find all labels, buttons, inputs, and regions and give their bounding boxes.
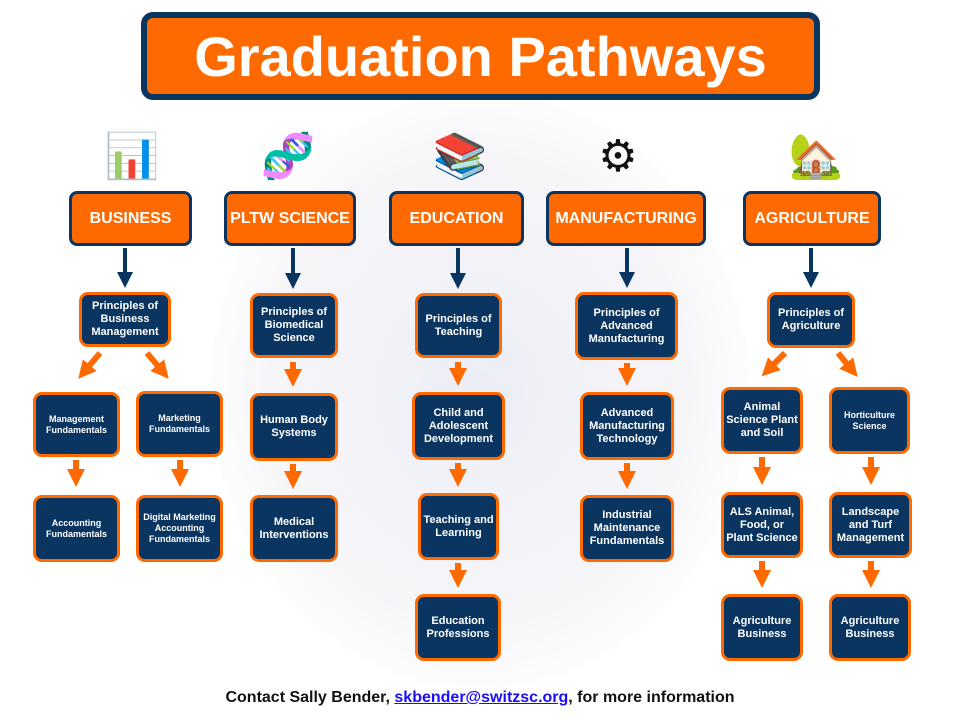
course-box: Accounting Fundamentals (33, 495, 120, 562)
course-box: Medical Interventions (250, 495, 338, 562)
engineer-gear-icon: ⚙ (598, 132, 638, 181)
course-box: Principles of Advanced Manufacturing (575, 292, 678, 360)
course-box: Digital Marketing Accounting Fundamental… (136, 495, 223, 562)
course-box: Principles of Agriculture (767, 292, 855, 348)
course-box: Education Professions (415, 594, 501, 661)
farm-icon: 🏡 (788, 132, 844, 181)
pathway-header-pltw-science: PLTW SCIENCE (224, 191, 356, 246)
course-box: Principles of Teaching (415, 293, 502, 358)
email-link[interactable]: skbender@switzsc.org (394, 689, 569, 706)
course-box: Industrial Maintenance Fundamentals (580, 495, 674, 562)
course-box: Agriculture Business (721, 594, 803, 661)
footer-prefix: Contact Sally Bender, (225, 689, 395, 706)
pathway-header-education: EDUCATION (389, 191, 524, 246)
course-box: Teaching and Learning (418, 493, 499, 560)
dna-icon: 🧬 (260, 132, 316, 181)
course-box: Marketing Fundamentals (136, 391, 223, 457)
course-box: Horticulture Science (829, 387, 910, 454)
pathway-header-manufacturing: MANUFACTURING (546, 191, 706, 246)
footer-suffix: , for more information (568, 689, 735, 706)
books-icon: 📚 (432, 132, 488, 181)
course-box: Principles of Business Management (79, 292, 171, 347)
pathway-header-agriculture: AGRICULTURE (743, 191, 881, 246)
course-box: Management Fundamentals (33, 392, 120, 457)
course-box: Landscape and Turf Management (829, 492, 912, 558)
school-seal-watermark (210, 90, 750, 690)
contact-footer: Contact Sally Bender, skbender@switzsc.o… (0, 689, 960, 707)
course-box: Child and Adolescent Development (412, 392, 505, 460)
course-box: Human Body Systems (250, 393, 338, 461)
course-box: ALS Animal, Food, or Plant Science (721, 492, 803, 558)
page-title: Graduation Pathways (141, 12, 820, 100)
course-box: Principles of Biomedical Science (250, 293, 338, 358)
pathway-header-business: BUSINESS (69, 191, 192, 246)
presentation-icon: 📊 (104, 132, 160, 181)
course-box: Agriculture Business (829, 594, 911, 661)
course-box: Advanced Manufacturing Technology (580, 392, 674, 460)
course-box: Animal Science Plant and Soil (721, 387, 803, 454)
